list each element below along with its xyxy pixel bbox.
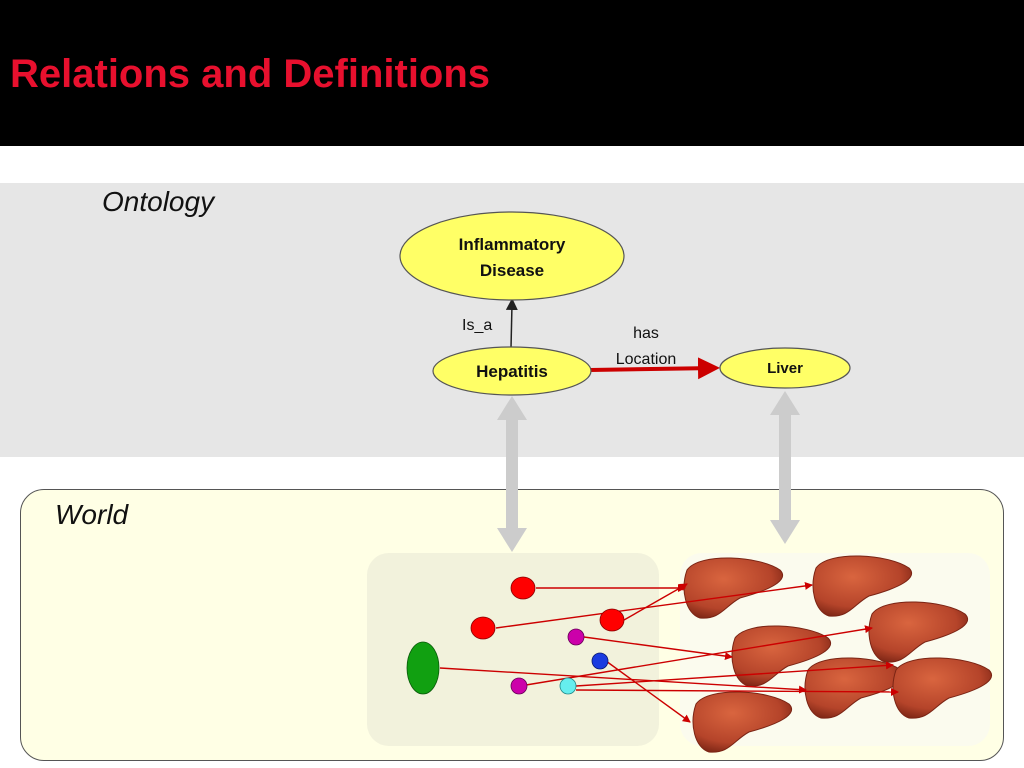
hepatitis-instance-blob xyxy=(406,641,440,695)
instance-arrow xyxy=(575,687,899,696)
liver-image-7 xyxy=(692,691,792,753)
liver-image-1 xyxy=(683,557,783,619)
instance-arrow xyxy=(623,583,688,621)
hepatitis-node: Hepatitis xyxy=(432,346,592,396)
hepatitis-instance-dot xyxy=(510,677,528,695)
instance-arrow xyxy=(583,636,733,661)
slide-title: Relations and Definitions xyxy=(10,52,491,96)
liver-image-2 xyxy=(812,555,912,617)
ontology-label: Ontology xyxy=(102,186,215,217)
has-location-label-line1: has xyxy=(633,325,659,342)
is-a-edge xyxy=(505,298,518,349)
hepatitis-instance-dot xyxy=(591,652,609,670)
liver-image-6 xyxy=(892,657,992,719)
title-bar xyxy=(0,0,1024,146)
instance-arrow xyxy=(575,661,894,687)
liver-label: Liver xyxy=(767,360,803,377)
hepatitis-instance-dot xyxy=(567,628,585,646)
inflammatory-disease-label-line2: Disease xyxy=(480,261,544,280)
hepatitis-instances-panel xyxy=(367,553,659,746)
liver-image-5 xyxy=(804,657,904,719)
hepatitis-world-connector xyxy=(497,396,527,552)
hepatitis-instance-dot xyxy=(599,608,625,632)
hepatitis-label: Hepatitis xyxy=(476,362,548,381)
instance-arrow xyxy=(525,625,873,686)
inflammatory-disease-label-line1: Inflammatory xyxy=(459,235,566,254)
has-location-edge xyxy=(589,357,720,380)
has-location-label-line2: Location xyxy=(616,351,677,368)
instance-arrow xyxy=(495,581,813,629)
liver-node: Liver xyxy=(719,347,851,389)
world-label: World xyxy=(55,499,129,530)
instance-arrow xyxy=(605,660,691,723)
instance-location-arrows xyxy=(439,581,899,723)
liver-world-connector xyxy=(770,391,800,544)
hepatitis-instance-dot xyxy=(510,576,536,600)
is-a-label: Is_a xyxy=(462,317,492,334)
liver-image-4 xyxy=(731,625,831,687)
hepatitis-instance-dot xyxy=(470,616,496,640)
hepatitis-instance-dot xyxy=(559,677,577,695)
instance-arrow xyxy=(439,667,807,694)
inflammatory-disease-node: Inflammatory Disease xyxy=(399,211,625,301)
liver-image-3 xyxy=(868,601,968,663)
